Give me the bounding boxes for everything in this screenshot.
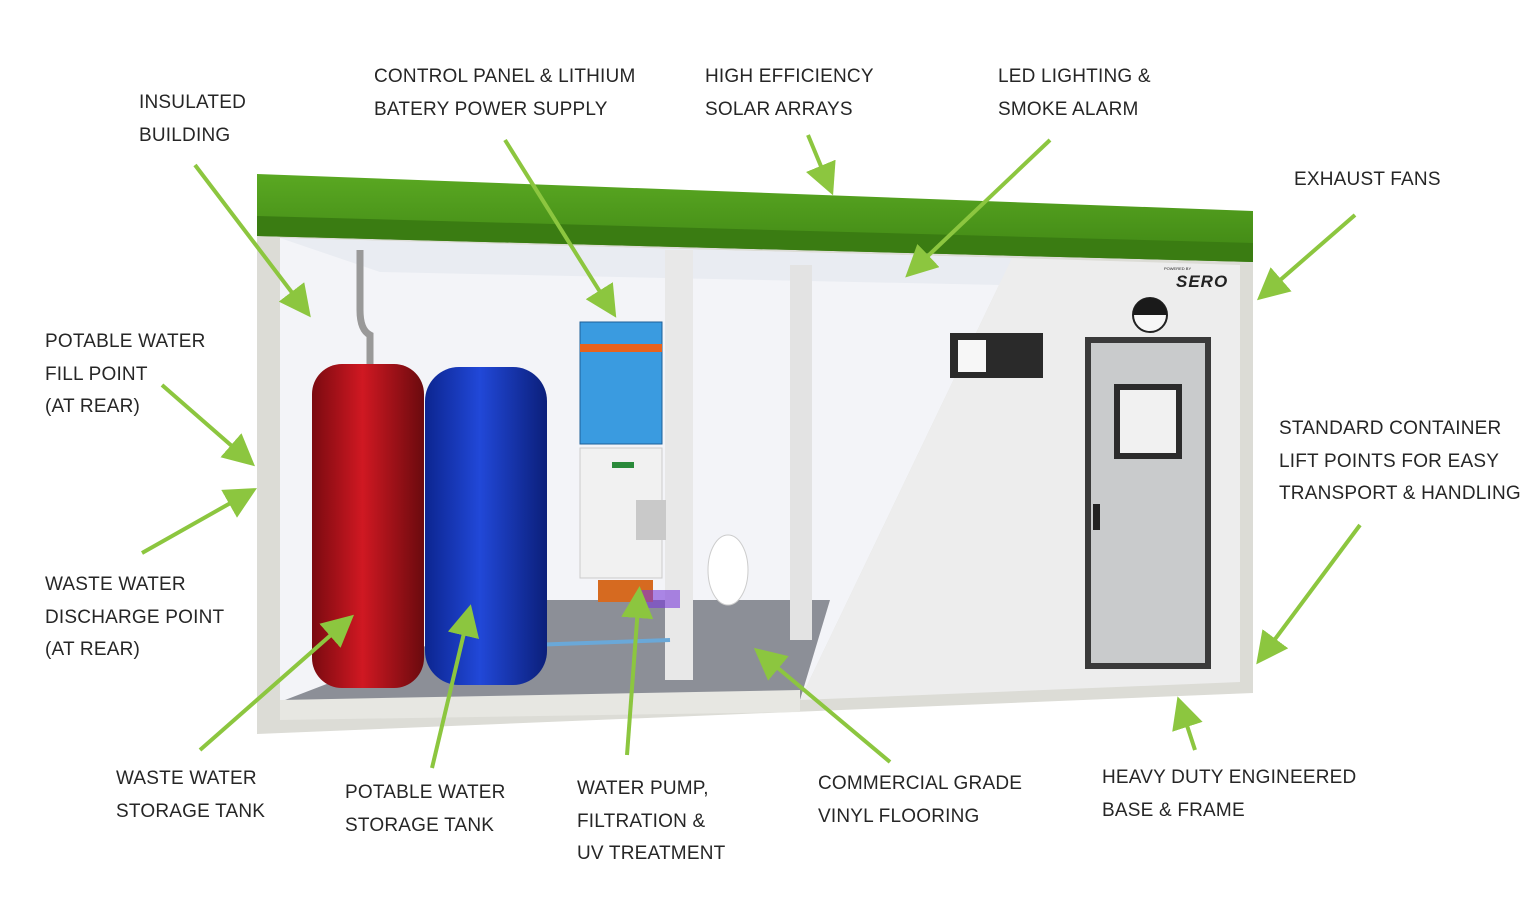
label-line: TRANSPORT & HANDLING [1279,483,1521,504]
label-line: SMOKE ALARM [998,98,1139,120]
label-potable-tank: POTABLE WATER STORAGE TANK [345,777,506,842]
label-line: LED LIGHTING & [998,66,1151,87]
label-waste-discharge: WASTE WATER DISCHARGE POINT (AT REAR) [45,569,224,667]
arrow-waste-tank [198,614,355,752]
label-pump: WATER PUMP, FILTRATION & UV TREATMENT [577,773,725,871]
arrow-waste-discharge [141,488,257,555]
label-line: POTABLE WATER [45,331,206,352]
label-lift-points: STANDARD CONTAINER LIFT POINTS FOR EASY TR… [1279,413,1521,511]
arrow-control-panel [503,138,617,318]
arrow-potable-fill [160,383,256,467]
label-line: (AT REAR) [45,396,141,417]
waste-water-tank [312,364,424,688]
arrow-solar [806,134,836,196]
label-control-panel: CONTROL PANEL & LITHIUM BATERY POWER SUPP… [374,61,636,126]
label-line: COMMERCIAL GRADE [818,773,1023,794]
label-line: WASTE WATER [116,768,257,789]
label-waste-tank: WASTE WATER STORAGE TANK [116,763,265,828]
label-exhaust: EXHAUST FANS [1294,164,1441,197]
arrow-potable-tank [430,604,480,769]
label-base: HEAVY DUTY ENGINEERED BASE & FRAME [1102,762,1356,827]
label-insulated-building: INSULATED BUILDING [139,87,246,152]
label-line: STORAGE TANK [116,800,266,822]
label-line: VINYL FLOORING [818,805,980,827]
arrow-flooring [753,647,892,764]
arrow-base [1172,696,1203,751]
label-line: FILTRATION & [577,810,706,832]
label-solar: HIGH EFFICIENCY SOLAR ARRAYS [705,61,874,126]
label-line: BATERY POWER SUPPLY [374,98,608,120]
control-panel [579,321,663,445]
label-line: EXHAUST FANS [1294,169,1441,190]
arrow-insulated-building [193,163,311,318]
label-line: WASTE WATER [45,574,186,595]
label-line: DISCHARGE POINT [45,606,225,628]
label-led: LED LIGHTING & SMOKE ALARM [998,61,1151,126]
label-line: SOLAR ARRAYS [705,98,853,120]
label-line: CONTROL PANEL & LITHIUM [374,66,636,87]
potable-water-tank [425,367,547,685]
arrow-exhaust [1256,213,1357,301]
partition [665,250,693,680]
label-line: STORAGE TANK [345,814,495,836]
arrow-lift-points [1256,523,1362,665]
label-line: UV TREATMENT [577,843,726,864]
label-line: LIFT POINTS FOR EASY [1279,450,1500,472]
label-line: FILL POINT [45,363,148,385]
arrow-led [905,138,1052,278]
logo-brand: SERO [1176,272,1229,291]
label-line: BASE & FRAME [1102,799,1245,821]
sink [636,500,666,540]
logo-tagline: POWERED BY [1164,266,1192,271]
label-line: BUILDING [139,124,231,146]
label-line: HIGH EFFICIENCY [705,66,874,87]
label-potable-fill: POTABLE WATER FILL POINT (AT REAR) [45,326,206,424]
arrow-pump [621,586,654,756]
callout-arrows [141,134,1362,769]
toilet [707,534,749,606]
label-line: INSULATED [139,92,247,113]
label-line: WATER PUMP, [577,778,709,799]
label-line: HEAVY DUTY ENGINEERED [1102,767,1357,788]
label-line: (AT REAR) [45,639,141,660]
vinyl-floor [285,600,830,700]
label-line: STANDARD CONTAINER [1279,418,1502,439]
label-line: POTABLE WATER [345,782,506,803]
label-flooring: COMMERCIAL GRADE VINYL FLOORING [818,768,1022,833]
